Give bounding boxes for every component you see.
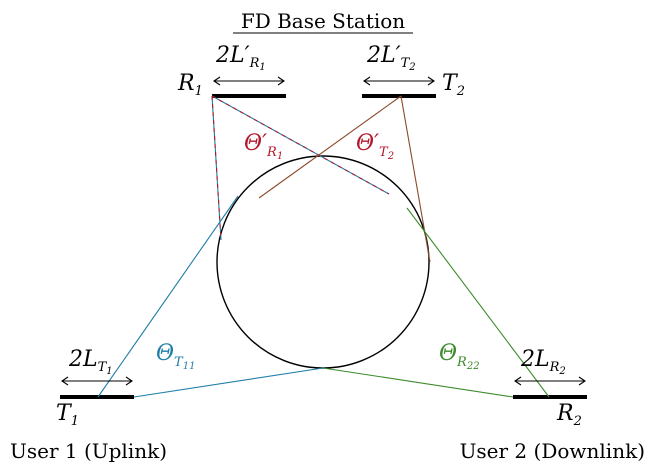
beam-r2: [322, 207, 550, 398]
angle-label-r22: ΘR22: [439, 341, 480, 372]
diagram-title: FD Base Station: [241, 9, 405, 33]
beam-t1: [97, 195, 324, 398]
beam-t2: [258, 95, 431, 263]
aperture-arrow-r1: [213, 76, 285, 86]
beam-r1: [211, 95, 390, 241]
angle-label-r1: Θ′R1: [244, 131, 283, 162]
aperture-arrow-r2: [514, 376, 586, 386]
user-label-downlink: User 2 (Downlink): [460, 439, 645, 463]
node-label-t2: T2: [442, 71, 465, 99]
aperture-label-t2: 2L′T2: [366, 43, 416, 73]
aperture-label-t1: 2LT1: [68, 347, 113, 377]
angle-label-t11: ΘT11: [156, 341, 195, 372]
node-label-r1: R1: [177, 71, 203, 99]
aperture-arrow-t2: [363, 76, 435, 86]
scatterer-circle: [216, 155, 430, 369]
aperture-arrow-t1: [61, 376, 133, 386]
aperture-label-r1: 2L′R1: [215, 43, 266, 73]
user-label-uplink: User 1 (Uplink): [10, 439, 167, 463]
angle-label-t2: Θ′T2: [356, 131, 394, 162]
node-label-t1: T1: [56, 401, 79, 429]
node-label-r2: R2: [556, 401, 582, 429]
aperture-label-r2: 2LR2: [520, 347, 566, 377]
